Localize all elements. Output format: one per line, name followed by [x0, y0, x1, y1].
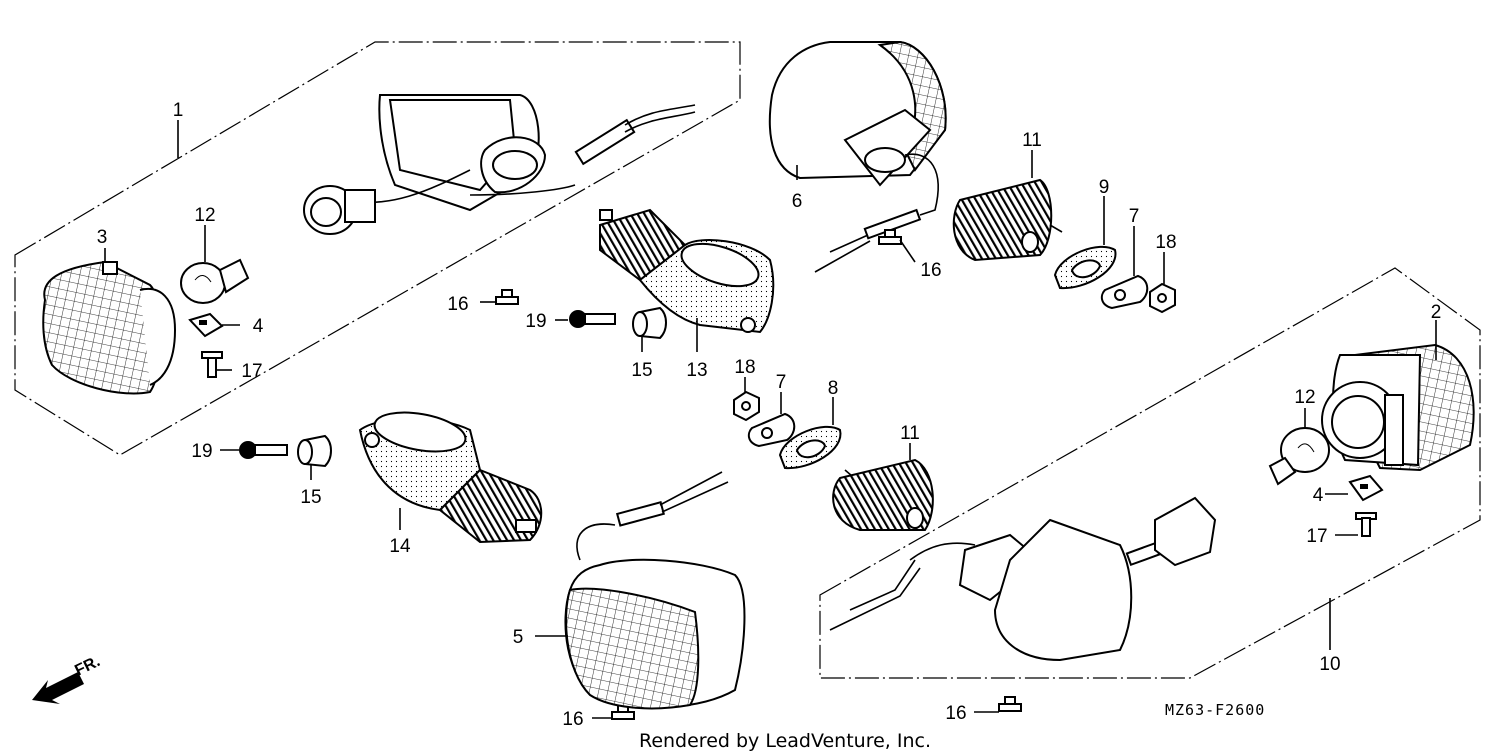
- callout-19-lower: 19: [191, 441, 212, 462]
- front-arrow-icon: [32, 672, 84, 704]
- callout-5: 5: [513, 627, 524, 648]
- callout-2: 2: [1431, 302, 1442, 323]
- screw-part-16-b[interactable]: [495, 289, 519, 305]
- winker-rear-left-part-6[interactable]: [768, 40, 947, 273]
- rubber-boot-part-11-lower[interactable]: [832, 458, 934, 531]
- collar-part-15-upper[interactable]: [632, 306, 667, 340]
- callout-12-left: 12: [194, 205, 215, 226]
- callout-6: 6: [792, 191, 803, 212]
- callout-7-lower: 7: [776, 372, 787, 393]
- collar-part-15-lower[interactable]: [297, 434, 332, 468]
- callout-8: 8: [828, 378, 839, 399]
- screw-part-17-left[interactable]: [201, 351, 223, 378]
- callout-4-left: 4: [253, 316, 264, 337]
- front-direction-marker: FR.: [32, 653, 103, 704]
- stay-part-14[interactable]: [358, 406, 543, 544]
- callout-19-upper: 19: [525, 311, 546, 332]
- winker-front-right-part-5[interactable]: [564, 471, 746, 710]
- assembly-frame-rear-right: [819, 267, 1481, 679]
- leader-lines: [104, 120, 1437, 719]
- callout-16-a: 16: [920, 260, 941, 281]
- lens-part-3[interactable]: [42, 260, 177, 395]
- callout-18-lower: 18: [734, 357, 755, 378]
- winker-housing-front-left[interactable]: [303, 94, 696, 235]
- callout-12-right: 12: [1294, 387, 1315, 408]
- callout-15-lower: 15: [300, 487, 321, 508]
- callout-18-upper: 18: [1155, 232, 1176, 253]
- callout-16-d: 16: [945, 703, 966, 724]
- callout-10: 10: [1319, 654, 1340, 675]
- bolt-part-19-lower[interactable]: [239, 441, 288, 459]
- callout-4-right: 4: [1313, 485, 1324, 506]
- winker-housing-rear-right[interactable]: [829, 496, 1217, 662]
- callout-7-upper: 7: [1129, 206, 1140, 227]
- screw-part-16-d[interactable]: [998, 696, 1022, 712]
- callout-17-right: 17: [1306, 526, 1327, 547]
- diagram-code: MZ63-F2600: [1165, 701, 1265, 719]
- bulb-part-12-right[interactable]: [1268, 427, 1330, 486]
- gasket-part-8[interactable]: [778, 425, 842, 470]
- callout-16-b: 16: [447, 294, 468, 315]
- clip-part-4-left[interactable]: [188, 312, 224, 338]
- collar-part-7-lower[interactable]: [747, 412, 796, 448]
- bolt-part-19-upper[interactable]: [569, 310, 616, 328]
- collar-part-7-upper[interactable]: [1100, 274, 1149, 310]
- callout-16-c: 16: [562, 709, 583, 730]
- gasket-part-9[interactable]: [1053, 245, 1117, 290]
- callout-3: 3: [97, 227, 108, 248]
- bulb-part-12-left[interactable]: [180, 258, 250, 304]
- render-credit: Rendered by LeadVenture, Inc.: [639, 730, 931, 752]
- screw-part-17-right[interactable]: [1355, 512, 1377, 537]
- callout-1: 1: [173, 100, 184, 121]
- callout-13: 13: [686, 360, 707, 381]
- clip-part-4-right[interactable]: [1348, 474, 1384, 502]
- callout-9: 9: [1099, 177, 1110, 198]
- front-label: FR.: [72, 653, 103, 680]
- callout-17-left: 17: [241, 361, 262, 382]
- stay-part-13[interactable]: [599, 208, 775, 334]
- callout-11-lower: 11: [900, 423, 920, 444]
- lens-part-2[interactable]: [1321, 343, 1475, 472]
- callout-11-upper: 11: [1022, 130, 1042, 151]
- assembly-frame-front-left: [14, 41, 741, 456]
- callout-14: 14: [389, 536, 411, 557]
- nut-part-18-upper[interactable]: [1149, 282, 1176, 314]
- rubber-boot-part-11-upper[interactable]: [952, 178, 1063, 262]
- nut-part-18-lower[interactable]: [733, 390, 760, 422]
- callout-15-upper: 15: [631, 360, 652, 381]
